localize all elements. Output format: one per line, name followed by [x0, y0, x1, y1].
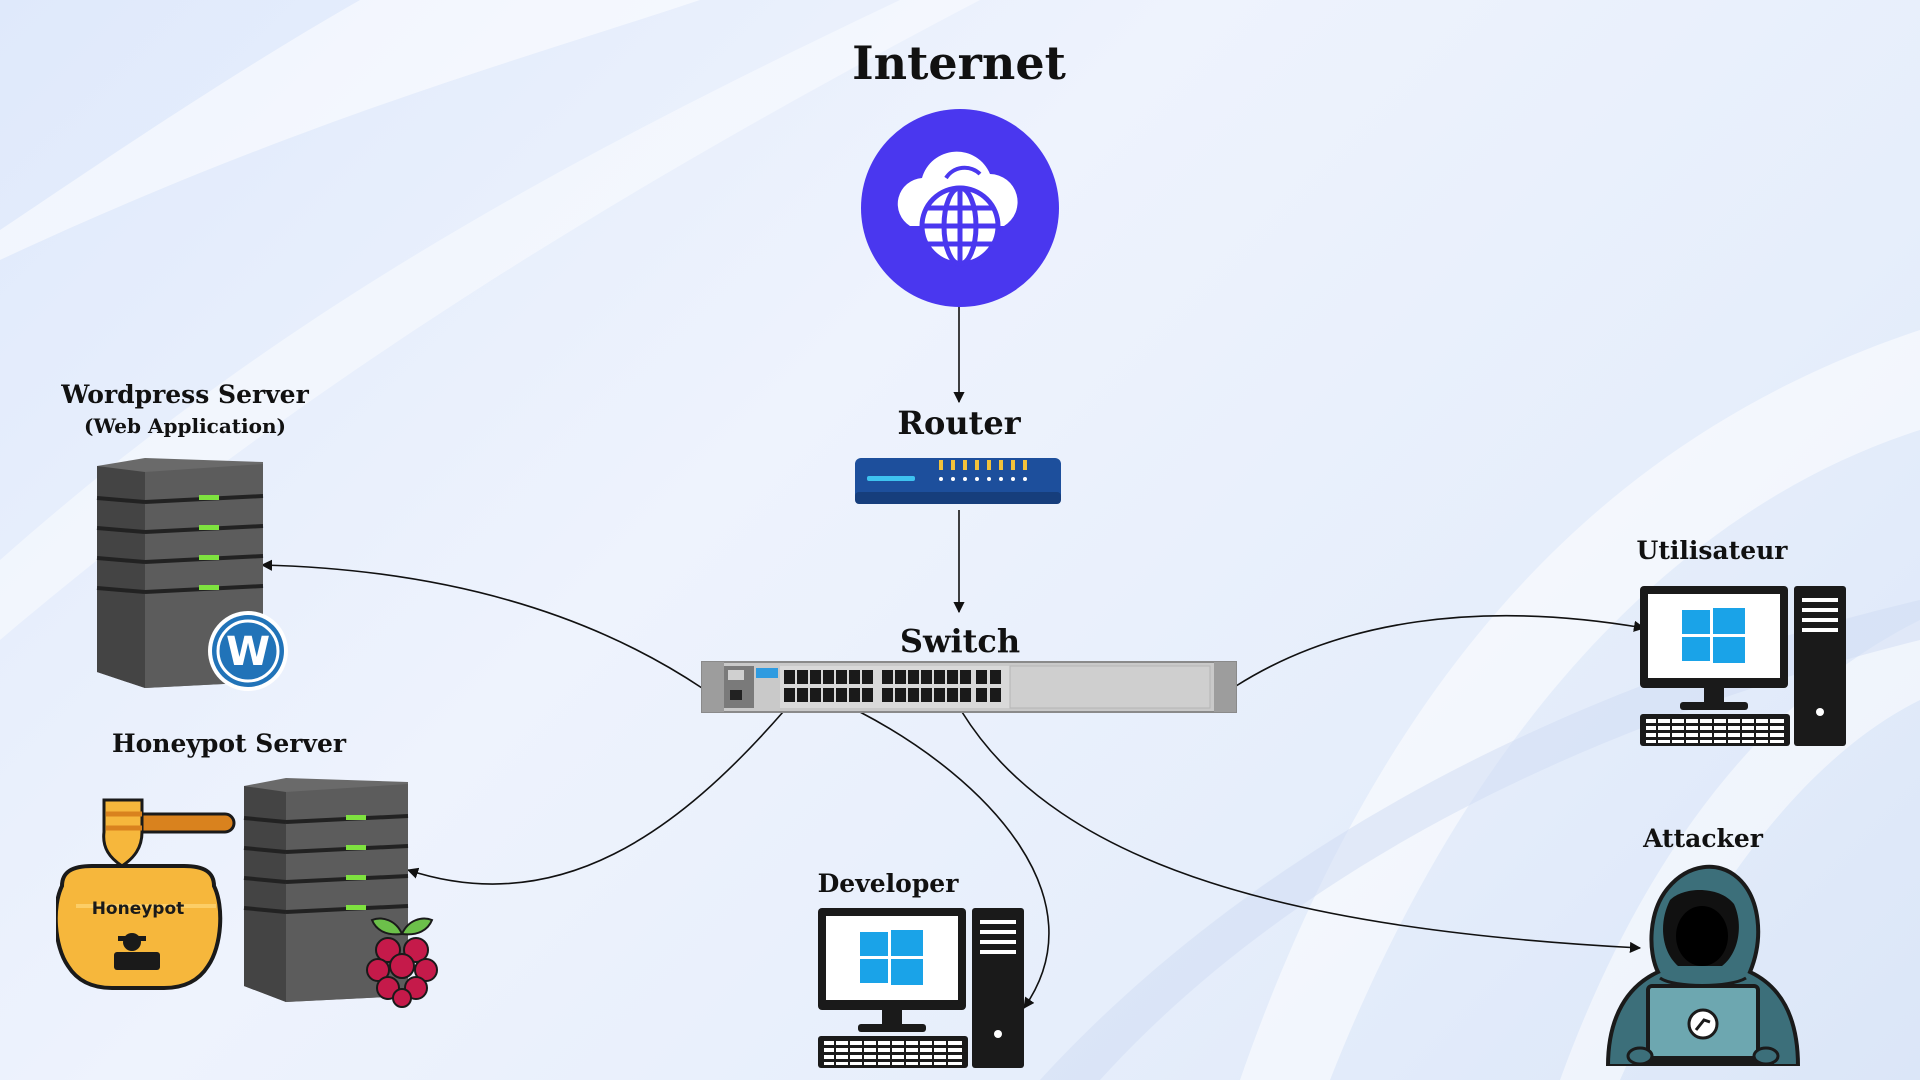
windows-logo-icon: [860, 930, 923, 985]
developer-label: Developer: [817, 869, 959, 898]
edge-switch-developer: [859, 711, 1050, 1009]
windows-logo-icon: [1682, 608, 1745, 663]
desktop-computer-icon: [818, 908, 1024, 1068]
honeypot-jar-text: Honeypot: [92, 899, 185, 919]
network-switch-icon: [701, 661, 1237, 713]
router-label: Router: [897, 404, 1021, 442]
honeypot-server-label: Honeypot Server: [111, 729, 347, 758]
edge-switch-wordpress: [260, 559, 703, 689]
switch-label: Switch: [899, 622, 1021, 660]
edge-switch-utilisateur: [1235, 614, 1646, 687]
cloud-globe-icon: [861, 109, 1059, 307]
wordpress-server-sublabel: (Web Application): [84, 414, 286, 438]
desktop-computer-icon: [1640, 586, 1846, 746]
router-icon: [855, 458, 1061, 504]
internet-label: Internet: [852, 36, 1066, 90]
wordpress-server-label: Wordpress Server: [61, 380, 309, 409]
hacker-icon: [1605, 864, 1801, 1066]
wordpress-logo-icon: W: [208, 611, 288, 691]
utilisateur-label: Utilisateur: [1636, 536, 1788, 565]
svg-text:W: W: [226, 629, 270, 675]
raspberry-pi-logo-icon: [366, 917, 438, 1008]
edge-switch-attacker: [961, 711, 1642, 954]
honeypot-jar-icon: Honeypot: [56, 798, 236, 990]
edge-switch-honeypot: [406, 711, 784, 885]
attacker-label: Attacker: [1643, 824, 1763, 853]
